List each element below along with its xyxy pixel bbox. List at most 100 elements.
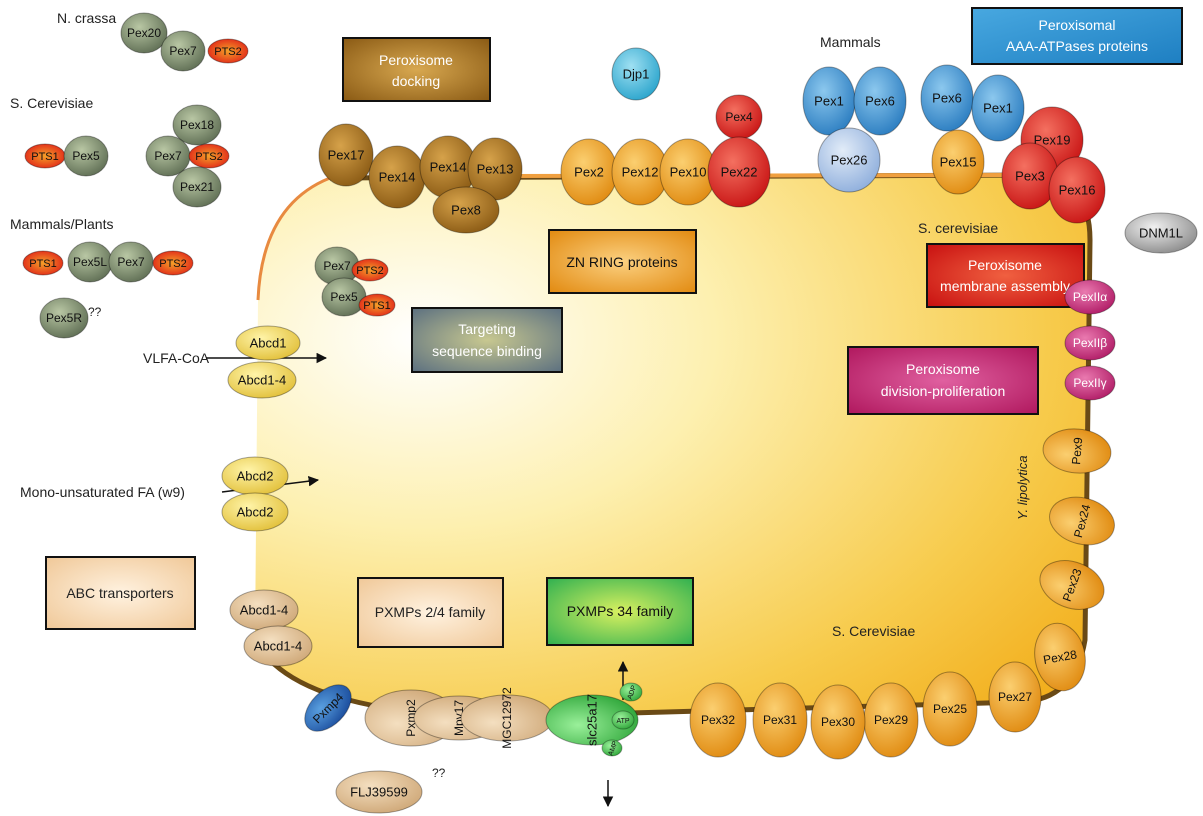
protein-pex5-sc: Pex5 <box>63 135 109 177</box>
legend-box-abc: ABC transporters <box>45 556 196 630</box>
protein-pex3: Pex3 <box>1001 142 1059 210</box>
protein-shape <box>243 625 313 667</box>
protein-label: Pex5L <box>73 255 107 269</box>
protein-shape <box>63 135 109 177</box>
protein-mgc: MGC12972 <box>460 687 554 749</box>
protein-label: Pex25 <box>933 702 967 716</box>
protein-pts1-mp: PTS1 <box>22 250 64 276</box>
protein-pts2-nc: PTS2 <box>207 38 249 64</box>
protein-shape <box>120 12 168 54</box>
nucleotide-amp: AMP <box>601 739 623 757</box>
protein-label: Pex26 <box>831 153 868 168</box>
protein-shape <box>108 241 154 283</box>
protein-shape <box>611 47 661 101</box>
protein-label: Pex32 <box>701 713 735 727</box>
protein-label: FLJ39599 <box>350 785 408 800</box>
protein-label: PTS1 <box>29 258 57 270</box>
protein-label: Pex7 <box>323 259 351 273</box>
legend-box-targeting: Targeting sequence binding <box>411 307 563 373</box>
protein-shape <box>318 123 374 187</box>
protein-shape <box>1049 496 1115 546</box>
protein-shape <box>1034 622 1086 692</box>
nucleotide-adp: ADP <box>619 682 643 702</box>
protein-label: PexIIβ <box>1073 336 1107 350</box>
nucleotide-shape <box>619 682 643 702</box>
protein-pts1-sc: PTS1 <box>24 143 66 169</box>
nucleotide-shape <box>601 739 623 757</box>
protein-label: Pex4 <box>725 110 753 124</box>
protein-shape <box>1124 212 1198 254</box>
label-s-cerevisiae-bottom: S. Cerevisiae <box>832 623 915 639</box>
protein-shape <box>971 74 1025 142</box>
protein-shape <box>358 293 396 317</box>
legend-box-pxmp24: PXMPs 2/4 family <box>357 577 504 648</box>
protein-label: Abcd1-4 <box>240 603 288 618</box>
protein-slc: slc25a17 <box>545 694 639 746</box>
protein-label: Pex1 <box>983 101 1013 116</box>
svg-text:Peroxisome: Peroxisome <box>379 52 453 68</box>
peroxisome-membrane-left <box>256 176 331 301</box>
protein-pex15: Pex15 <box>931 129 985 195</box>
legend-abc-text: ABC transporters <box>66 585 173 601</box>
protein-pex13: Pex13 <box>467 137 523 201</box>
protein-label: PTS2 <box>214 46 242 58</box>
protein-label: Djp1 <box>623 67 650 82</box>
protein-pts2-in: PTS2 <box>351 258 389 282</box>
protein-pex11b: PexIIβ <box>1064 325 1116 361</box>
protein-pex6b: Pex6 <box>920 64 974 132</box>
protein-pex25: Pex25 <box>922 671 978 747</box>
protein-label: Pex22 <box>721 165 758 180</box>
substrate-mufa: Mono-unsaturated FA (w9) <box>20 484 185 500</box>
protein-pex12: Pex12 <box>611 138 669 206</box>
protein-shape <box>853 66 907 136</box>
svg-text:Peroxisome: Peroxisome <box>906 361 980 377</box>
protein-label: Pxmp2 <box>404 699 418 737</box>
protein-label: Pex7 <box>169 44 197 58</box>
protein-shape <box>1039 560 1105 610</box>
protein-djp1: Djp1 <box>611 47 661 101</box>
protein-pex21: Pex21 <box>172 166 222 208</box>
protein-label: Abcd1-4 <box>254 639 302 654</box>
protein-shape <box>545 694 639 746</box>
protein-shape <box>1064 325 1116 361</box>
protein-shape <box>689 682 747 758</box>
unknown-flj: ?? <box>432 766 446 780</box>
protein-label: Pex21 <box>180 180 214 194</box>
protein-label: PTS2 <box>356 265 384 277</box>
protein-pex9: Pex9 <box>1042 428 1112 474</box>
protein-shape <box>931 129 985 195</box>
svg-text:division-proliferation: division-proliferation <box>881 383 1006 399</box>
protein-shape <box>1064 279 1116 315</box>
protein-label: Pex14 <box>430 160 467 175</box>
legend-box-aaa: Peroxisomal AAA-ATPases proteins <box>971 7 1183 65</box>
legend-pxmp34-text: PXMPs 34 family <box>567 603 674 619</box>
protein-label: slc25a17 <box>585 694 600 746</box>
protein-pex32: Pex32 <box>689 682 747 758</box>
protein-label: Pex12 <box>622 165 659 180</box>
label-n-crassa: N. crassa <box>57 10 116 26</box>
protein-shape <box>432 186 500 234</box>
protein-label: Pex7 <box>154 149 182 163</box>
protein-pxmp4: Pxmp4 <box>304 684 352 732</box>
protein-label: Pex30 <box>821 715 855 729</box>
protein-label: Pex1 <box>814 94 844 109</box>
protein-pex17: Pex17 <box>318 123 374 187</box>
protein-pex18: Pex18 <box>172 104 222 146</box>
legend-div-line2: division-proliferation <box>881 383 1006 399</box>
protein-abcd2a: Abcd2 <box>221 456 289 496</box>
protein-pex2: Pex2 <box>560 138 618 206</box>
protein-label: Pex5 <box>330 290 358 304</box>
nucleotide-atp: ATP <box>611 710 635 730</box>
protein-shape <box>920 64 974 132</box>
protein-pex7-nc: Pex7 <box>160 30 206 72</box>
protein-shape <box>172 104 222 146</box>
protein-label: Abcd1 <box>250 336 287 351</box>
protein-pex11g: PexIIγ <box>1064 365 1116 401</box>
protein-shape <box>22 250 64 276</box>
protein-label: Pex19 <box>1034 133 1071 148</box>
protein-pex20: Pex20 <box>120 12 168 54</box>
protein-abcd1-4b: Abcd1-4 <box>229 589 299 631</box>
protein-label: PexIIα <box>1073 290 1107 304</box>
protein-label: Pex10 <box>670 165 707 180</box>
